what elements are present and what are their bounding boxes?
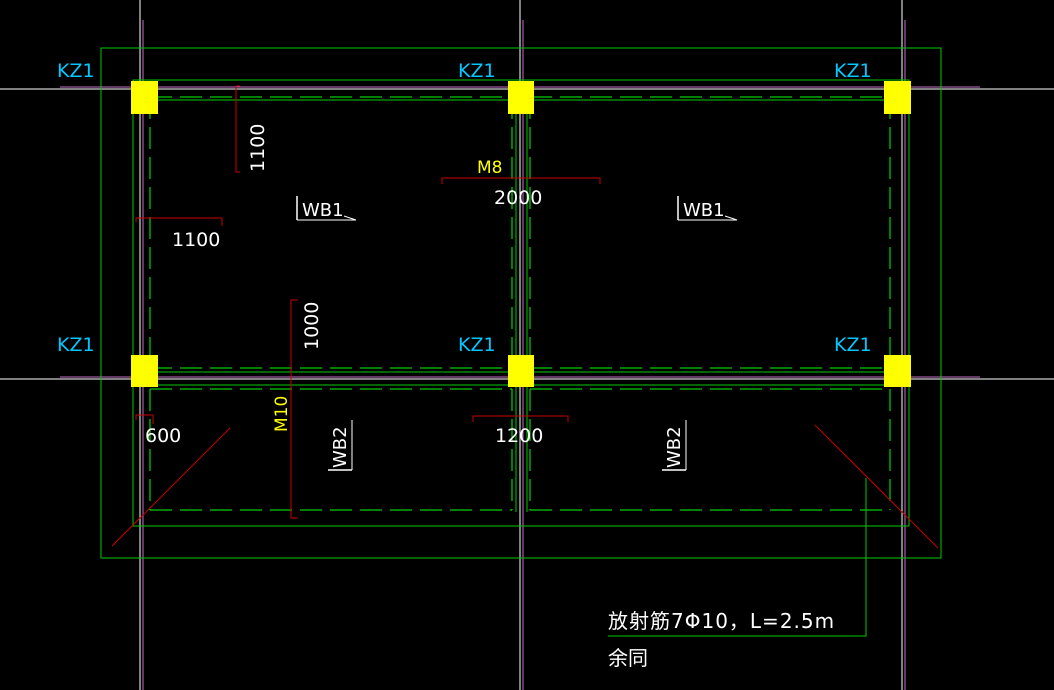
dimension-labels: 1100 1100 2000 1000 600 1200 (145, 124, 543, 447)
note: 放射筋7Φ10，L=2.5m 余同 (608, 609, 835, 670)
dim-marker-2000 (441, 177, 601, 184)
slab-label-wb2-left: WB2 (328, 420, 353, 471)
slab-label-wb1-right: WB1 (677, 196, 738, 221)
column-kz1-bottom-middle (508, 355, 534, 387)
column-label: KZ1 (458, 334, 496, 356)
column-label: KZ1 (57, 334, 95, 356)
column-kz1-bottom-left (131, 355, 158, 387)
slab-arrow-icon (724, 215, 738, 221)
column-labels: KZ1 KZ1 KZ1 KZ1 KZ1 KZ1 (57, 60, 872, 356)
dim-marker-1100-vertical (235, 85, 240, 173)
column-kz1-top-middle (508, 81, 534, 114)
slab-arrow-icon (343, 215, 357, 221)
outer-outline (100, 47, 942, 559)
column-kz1-bottom-right (884, 355, 911, 387)
opening-labels: M8 M10 (272, 158, 502, 432)
rebar-diagonal-right (814, 424, 939, 549)
slab-label-wb2-right: WB2 (662, 420, 687, 471)
dim-text-1100-horizontal: 1100 (172, 229, 220, 251)
dim-text-1200: 1200 (495, 425, 543, 447)
column-kz1-top-right (884, 81, 911, 114)
dim-marker-1000 (290, 299, 298, 519)
columns (131, 81, 911, 387)
opening-label-m10: M10 (272, 396, 292, 432)
dim-text-600: 600 (145, 425, 181, 447)
column-label: KZ1 (458, 60, 496, 82)
column-kz1-top-left (131, 81, 158, 114)
dim-marker-1100-horizontal (135, 217, 223, 226)
dim-text-1000: 1000 (301, 302, 323, 350)
column-label: KZ1 (57, 60, 95, 82)
dim-marker-1200 (472, 415, 569, 422)
column-label: KZ1 (834, 60, 872, 82)
dim-text-2000: 2000 (494, 187, 542, 209)
slab-label: WB1 (683, 200, 725, 221)
leader-line (608, 478, 867, 637)
rebar-diagonal-left (111, 427, 231, 547)
slab-label-wb1-left: WB1 (296, 196, 357, 221)
dimension-markers (135, 85, 601, 519)
inner-outline (132, 79, 910, 527)
dim-marker-600 (135, 414, 154, 424)
opening-label-m8: M8 (477, 158, 502, 178)
slab-labels: WB1 WB1 WB2 WB2 (296, 196, 738, 471)
note-line-1: 放射筋7Φ10，L=2.5m (608, 609, 835, 633)
slab-label: WB1 (302, 200, 344, 221)
column-label: KZ1 (834, 334, 872, 356)
slab-label: WB2 (664, 426, 685, 468)
note-line-2: 余同 (608, 646, 648, 670)
radial-rebar (111, 424, 939, 549)
note-leader (608, 478, 867, 637)
slab-label: WB2 (330, 426, 351, 468)
dim-text-1100-vertical: 1100 (247, 124, 269, 172)
slab-outlines (100, 47, 942, 559)
